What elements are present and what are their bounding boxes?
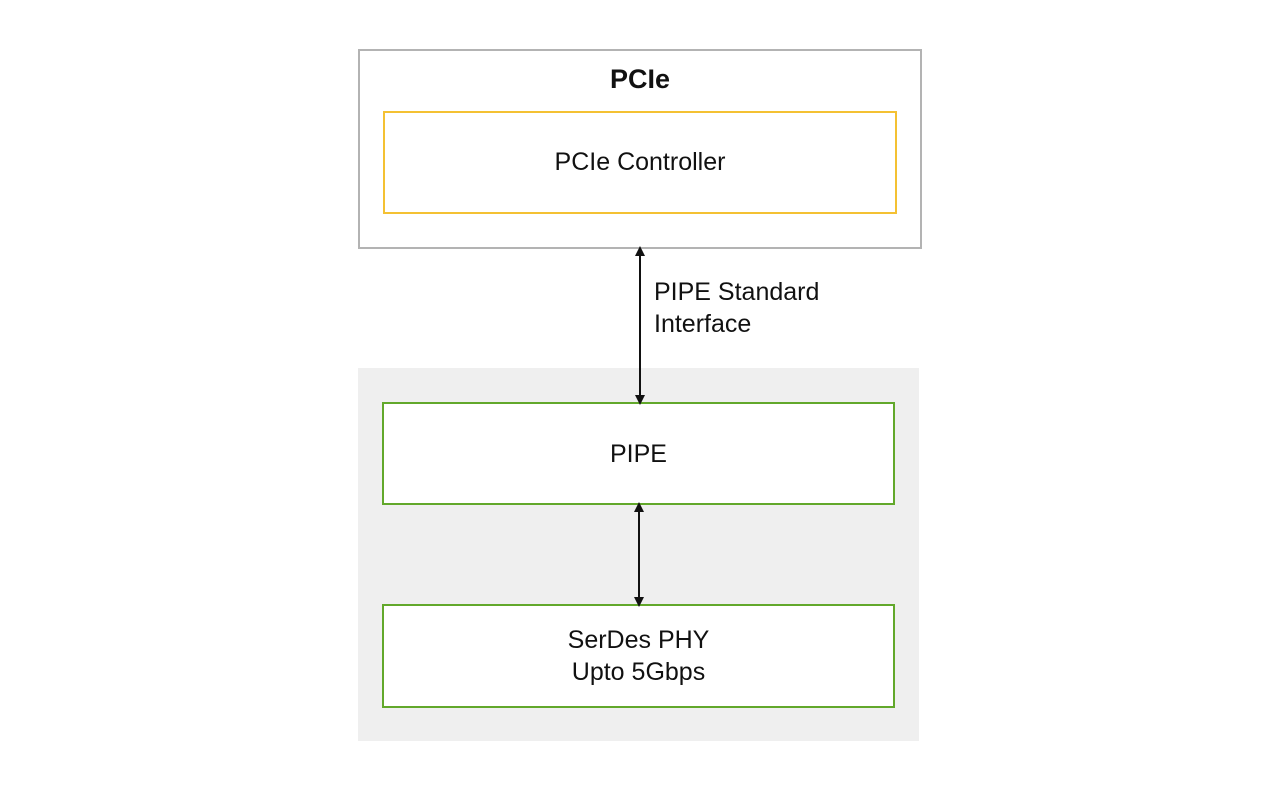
serdes-phy-label: SerDes PHY: [567, 626, 710, 654]
pcie-controller-box: PCIe Controller: [383, 111, 897, 214]
pipe-interface-label-line1: PIPE Standard: [654, 278, 820, 306]
pipe-label: PIPE: [610, 439, 667, 468]
pipe-interface-label-line2: Interface: [654, 310, 752, 338]
pcie-controller-label: PCIe Controller: [554, 148, 726, 176]
serdes-speed-label: Upto 5Gbps: [571, 658, 706, 686]
pipe-interface-label: PIPE Standard Interface: [654, 276, 819, 340]
pcie-block-title: PCIe: [609, 64, 671, 94]
serdes-phy-box: SerDes PHY Upto 5Gbps: [382, 604, 895, 708]
pcie-block: [358, 49, 922, 249]
